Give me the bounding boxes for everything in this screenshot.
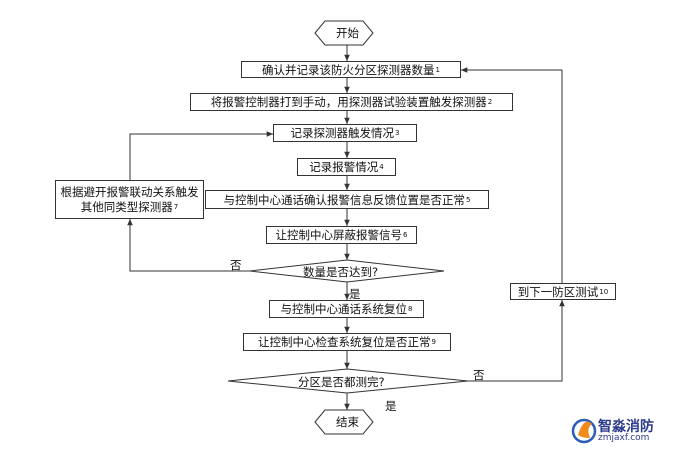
- step-8-text: 与控制中心通话系统复位: [280, 302, 408, 316]
- step-7-text: 根据避开报警联动关系触发其他同类型探测器: [60, 184, 199, 214]
- start-label: 开始: [336, 26, 359, 40]
- decision-count-yes: 是: [349, 287, 361, 301]
- step-6-text: 让控制中心屏蔽报警信号: [275, 228, 403, 242]
- watermark-name: 智淼消防: [598, 419, 654, 435]
- step-5-text: 与控制中心通话确认报警信息反馈位置是否正常: [223, 192, 466, 207]
- step-8-note: 8: [408, 305, 413, 313]
- connectors: [127, 45, 565, 410]
- step-3-note: 3: [395, 129, 400, 137]
- step-7-box: 根据避开报警联动关系触发其他同类型探测器7: [55, 180, 204, 219]
- step-1-note: 1: [435, 65, 440, 74]
- watermark-url: zmjaxf.com: [598, 433, 650, 443]
- step-9-note: 9: [431, 338, 436, 346]
- step-7-note: 7: [173, 202, 179, 211]
- decision-zones-label: 分区是否都测完?: [298, 375, 385, 389]
- step-4-note: 4: [379, 163, 384, 171]
- decision-zones-no: 否: [473, 368, 485, 382]
- watermark-logo-icon: [571, 418, 597, 444]
- step-4-text: 记录报警情况: [309, 160, 379, 174]
- step-9-text: 让控制中心检查系统复位是否正常: [258, 335, 431, 349]
- step-1-text: 确认并记录该防火分区探测器数量: [262, 62, 435, 77]
- step-10-note: 10: [599, 287, 609, 296]
- step-10-text: 到下一防区测试: [517, 284, 599, 299]
- end-label: 结束: [336, 415, 359, 429]
- decision-count-label: 数量是否达到?: [303, 265, 379, 279]
- decision-count-shape: [249, 259, 445, 283]
- decision-count-no: 否: [230, 258, 242, 272]
- step-2-text: 将报警控制器打到手动，用探测器试验装置触发探测器: [210, 95, 487, 109]
- step-6-note: 6: [403, 231, 408, 239]
- end-terminal-shape: [314, 409, 374, 435]
- step-5-note: 5: [466, 195, 471, 204]
- step-2-note: 2: [487, 98, 493, 106]
- step-3-text: 记录探测器触发情况: [290, 126, 395, 140]
- decision-zones-yes: 是: [385, 399, 397, 413]
- start-terminal-shape: [314, 20, 374, 46]
